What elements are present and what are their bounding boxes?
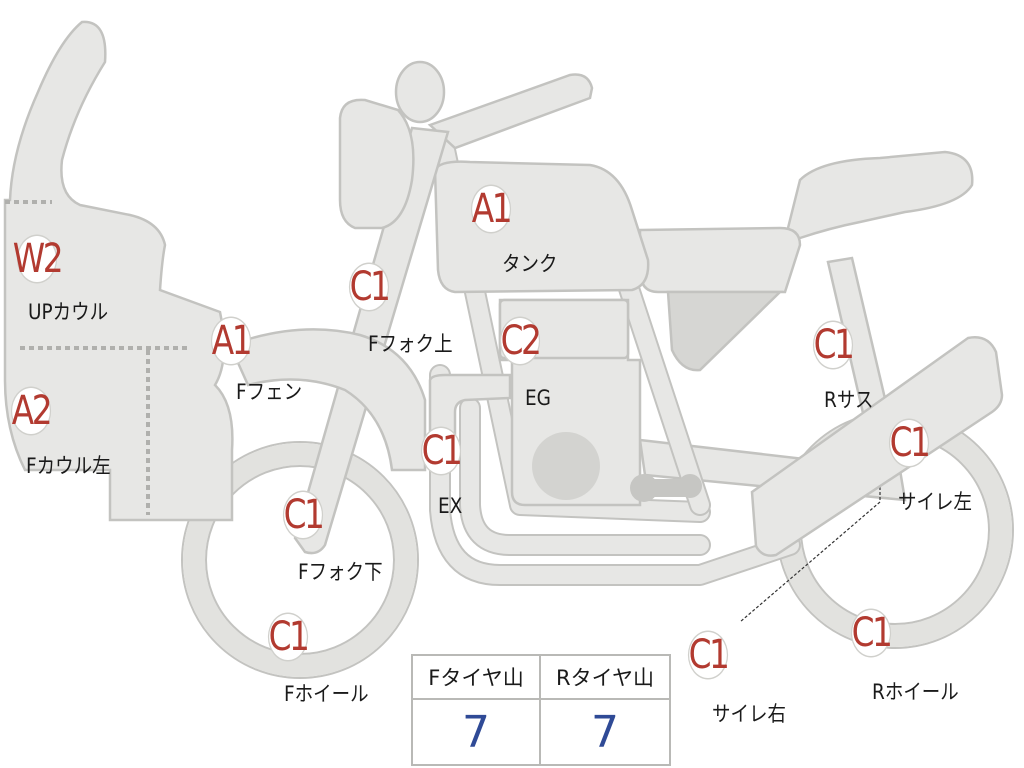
rear-tire-value: 7 [591,706,619,758]
upper-cowl-shape [3,20,234,522]
seat-cowl-shape [783,150,974,242]
side-panel-shape [666,290,784,372]
marker-exhaust-code[interactable]: C1 [421,428,463,474]
label-silencer-right: サイレ右 [712,702,786,726]
marker-fwheel-code[interactable]: C1 [268,614,310,660]
marker-upcowl-code[interactable]: W2 [12,236,64,282]
marker-silencer-left-code[interactable]: C1 [889,420,931,466]
rear-tire-header: Rタイヤ山 [541,656,669,700]
label-rsus: Rサス [824,388,874,412]
label-fcowl-left: Fカウル左 [26,454,111,478]
label-engine: EG [525,386,552,410]
front-tire-header: Fタイヤ山 [413,656,541,700]
label-rwheel: Rホイール [872,680,959,704]
label-ffender: Fフェン [236,380,303,404]
headlight-shape [338,98,415,230]
label-tank: タンク [502,252,558,276]
marker-tank-code[interactable]: A1 [471,186,513,232]
front-tire-value: 7 [413,700,541,764]
label-upcowl: UPカウル [28,300,109,324]
marker-fcowl-left-code[interactable]: A2 [11,388,53,434]
label-fwheel: Fホイール [284,682,369,706]
marker-silencer-right-code[interactable]: C1 [688,632,730,678]
marker-rsus-code[interactable]: C1 [813,322,855,368]
label-exhaust: EX [438,494,463,518]
label-ffork-upper: Fフォク上 [368,332,453,356]
tire-tread-table: Fタイヤ山 Rタイヤ山 7 7 [411,654,671,766]
seat-shape [638,226,802,294]
silencer-shape [750,336,1004,557]
marker-ffork-upper-code[interactable]: C1 [349,264,391,310]
silencer-right-leader [739,432,881,623]
label-silencer-left: サイレ左 [898,490,972,514]
label-ffork-lower: Fフォク下 [298,560,383,584]
handlebar-shape [427,73,594,150]
marker-ffork-lower-code[interactable]: C1 [283,492,325,538]
marker-rwheel-code[interactable]: C1 [851,610,893,656]
marker-engine-code[interactable]: C2 [500,318,542,364]
marker-ffender-code[interactable]: A1 [211,318,253,364]
